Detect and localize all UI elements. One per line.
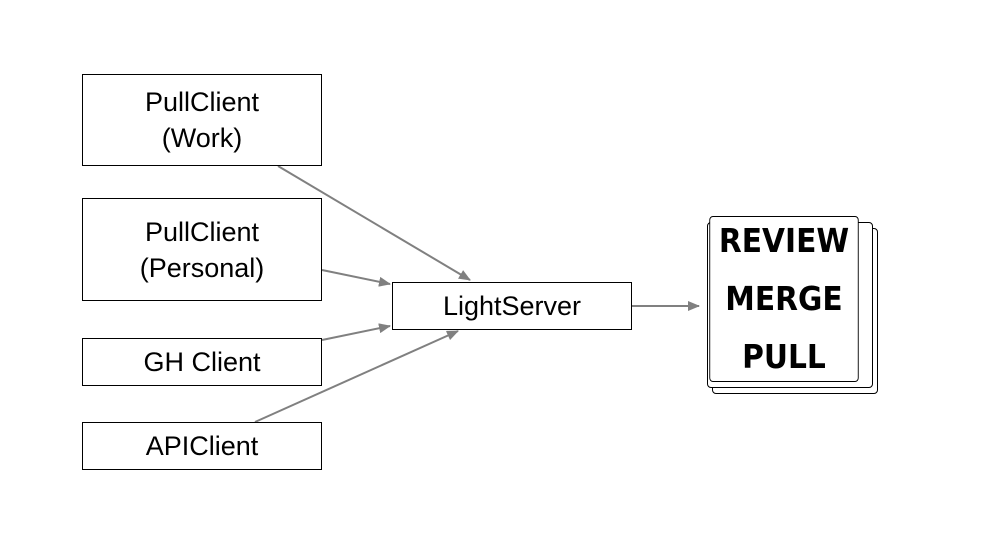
pullclient-work-qualifier: (Work) — [161, 123, 243, 153]
api-client-node: APIClient — [82, 422, 322, 470]
lightserver-label: LightServer — [442, 291, 582, 321]
pullclient-personal-node: PullClient (Personal) — [82, 198, 322, 301]
edge-api-client-to-lightserver — [254, 330, 459, 423]
action-merge-label: MERGE — [725, 279, 843, 318]
action-review-label: REVIEW — [718, 221, 850, 260]
lightserver-node: LightServer — [392, 282, 632, 330]
edge-pullclient-personal-to-lightserver — [321, 269, 391, 287]
pullclient-work-node: PullClient (Work) — [82, 74, 322, 166]
pullclient-personal-qualifier: (Personal) — [139, 252, 265, 283]
pullclient-personal-name: PullClient — [144, 216, 260, 247]
edge-gh-client-to-lightserver — [321, 323, 391, 341]
api-client-label: APIClient — [145, 431, 259, 461]
pullclient-work-name: PullClient — [144, 87, 260, 117]
edge-pullclient-work-to-lightserver — [277, 165, 471, 281]
gh-client-node: GH Client — [82, 338, 322, 386]
action-pull-label: PULL — [742, 337, 826, 376]
gh-client-label: GH Client — [143, 347, 261, 377]
actions-stack-front-page: REVIEW MERGE PULL — [709, 216, 859, 382]
